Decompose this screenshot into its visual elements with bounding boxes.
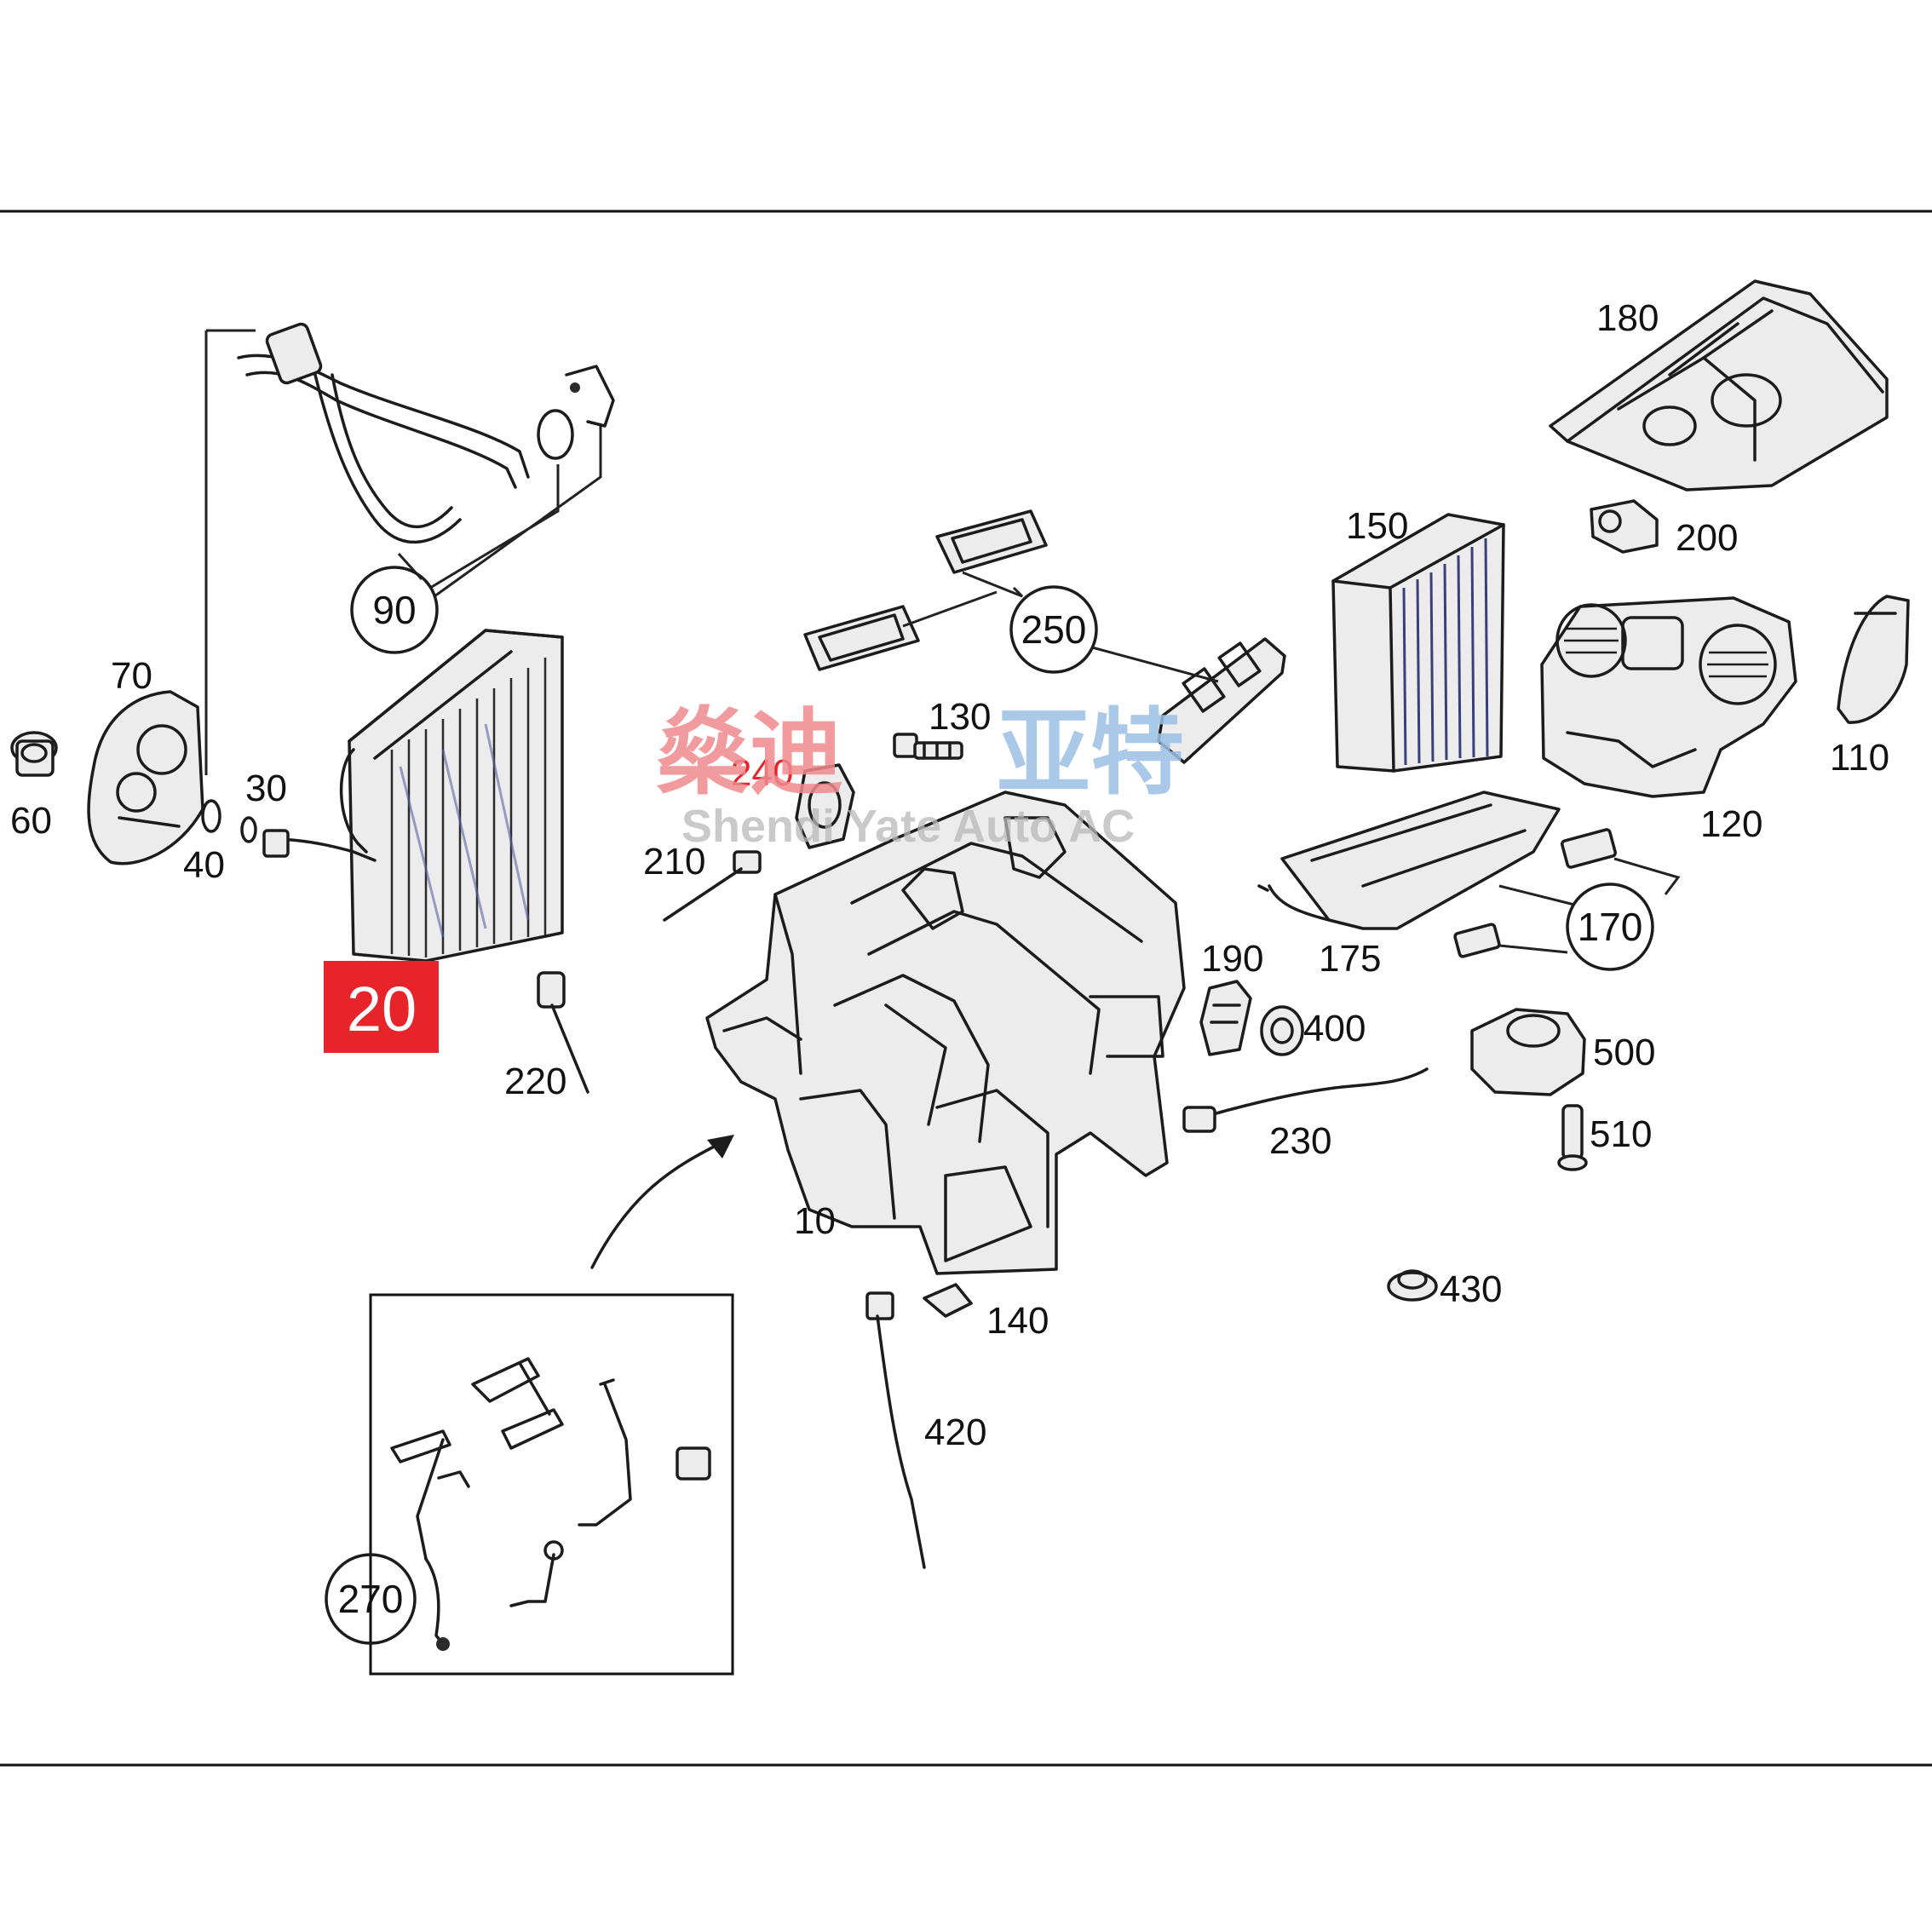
highlight-badge-20 — [324, 961, 439, 1053]
label-240: 240 — [731, 752, 793, 794]
part-20-evaporator — [262, 629, 564, 963]
part-60-valve — [10, 731, 58, 777]
pointer-arrow-shaft — [590, 1140, 726, 1269]
part-150-cabin-filter — [1331, 513, 1505, 773]
lead-170 — [1498, 857, 1681, 954]
label-70: 70 — [111, 655, 152, 697]
label-210: 210 — [643, 841, 705, 883]
part-40-oring — [201, 799, 221, 833]
label-510: 510 — [1590, 1113, 1652, 1155]
part-500-module — [1470, 1008, 1586, 1096]
part-250-gaskets — [803, 509, 1286, 764]
part-140-clip — [923, 1283, 973, 1318]
inset-box-270 — [369, 1293, 734, 1676]
label-180: 180 — [1596, 297, 1659, 339]
part-170-connectors — [1453, 828, 1618, 958]
watermark-chinese-blue: 亚特 — [997, 699, 1184, 808]
part-190-actuator — [1199, 980, 1252, 1056]
label-10: 10 — [794, 1200, 836, 1242]
part-240-damper — [795, 763, 855, 849]
label-250: 250 — [1021, 607, 1087, 652]
label-110: 110 — [1830, 737, 1889, 779]
label-270: 270 — [338, 1577, 404, 1621]
label-500: 500 — [1593, 1032, 1655, 1073]
part-70-cover — [87, 690, 204, 865]
part-510-bolt — [1557, 1104, 1588, 1171]
pointer-arrow-head — [707, 1135, 734, 1159]
callout-circle-170 — [1566, 883, 1654, 971]
callout-circle-90 — [350, 566, 439, 654]
callout-circle-270 — [325, 1553, 417, 1645]
part-30-oring — [240, 816, 257, 843]
part-90-pipe — [237, 322, 615, 543]
label-60: 60 — [10, 800, 52, 842]
label-20: 20 — [347, 974, 417, 1044]
label-230: 230 — [1269, 1120, 1331, 1162]
callout-circle-250 — [1009, 585, 1098, 674]
label-120: 120 — [1700, 803, 1762, 845]
part-175-cover-plate — [1257, 791, 1561, 930]
part-120-blower-motor — [1540, 596, 1797, 798]
watermark-english: Shendi Yate Auto AC — [681, 801, 1135, 852]
label-400: 400 — [1303, 1008, 1366, 1049]
label-175: 175 — [1319, 938, 1381, 980]
part-400-grommet — [1260, 1005, 1304, 1056]
label-150: 150 — [1346, 505, 1408, 547]
part-110-sensor — [1837, 595, 1910, 724]
part-220-sensor — [537, 971, 589, 1094]
watermark-chinese-red: 燊迪 — [656, 699, 843, 808]
lead-250 — [902, 571, 1219, 683]
part-130-screw — [893, 733, 963, 760]
part-270-linkage-kit — [390, 1357, 711, 1651]
label-430: 430 — [1440, 1268, 1502, 1310]
part-180-blower-housing — [1549, 279, 1889, 492]
label-170: 170 — [1578, 905, 1643, 949]
watermark: 燊迪 亚特 Shendi Yate Auto AC — [656, 699, 1184, 852]
part-430-plug — [1387, 1269, 1438, 1302]
label-90: 90 — [372, 588, 416, 632]
evaporator-fins — [390, 658, 547, 957]
lead-90 — [397, 426, 602, 598]
label-130: 130 — [929, 696, 991, 738]
filter-pleats — [1402, 538, 1489, 766]
part-210-actuator — [663, 850, 762, 922]
part-200-resistor — [1590, 499, 1659, 554]
part-230-drain-hose — [1182, 1067, 1429, 1133]
label-140: 140 — [986, 1300, 1049, 1342]
part-420-cable — [865, 1291, 926, 1569]
label-420: 420 — [924, 1412, 986, 1453]
label-190: 190 — [1201, 938, 1263, 980]
label-30: 30 — [245, 768, 287, 809]
label-220: 220 — [504, 1061, 566, 1102]
part-10-hvac-housing — [705, 791, 1186, 1275]
label-200: 200 — [1676, 517, 1738, 559]
label-40: 40 — [183, 844, 225, 886]
